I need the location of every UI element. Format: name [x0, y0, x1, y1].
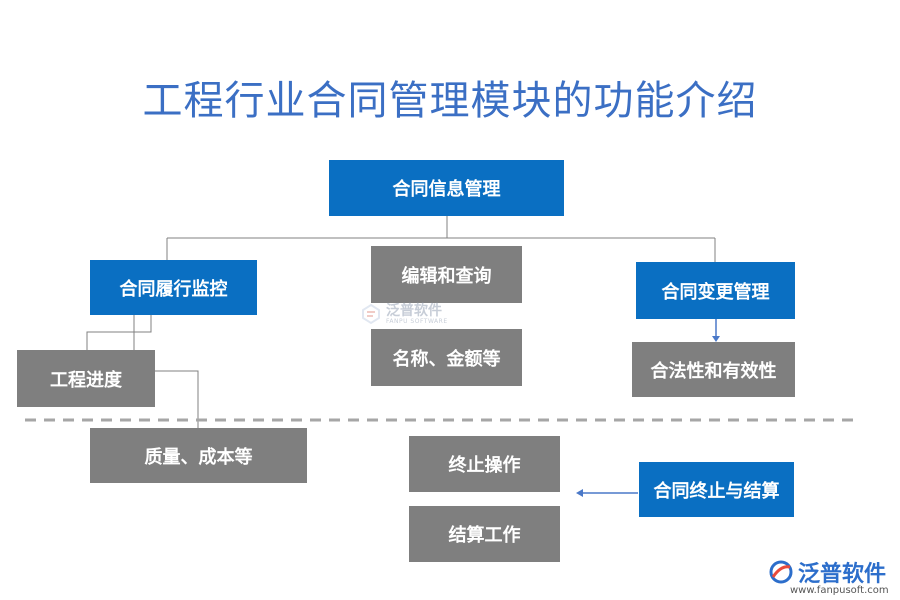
node-settle-work: 结算工作	[409, 506, 560, 562]
connector-quality	[155, 370, 199, 428]
node-terminate-op: 终止操作	[409, 436, 560, 492]
brand-logo-text: 泛普软件	[798, 562, 887, 587]
watermark-logo-icon	[362, 303, 380, 325]
page-title: 工程行业合同管理模块的功能介绍	[142, 78, 758, 124]
node-edit-query: 编辑和查询	[371, 246, 522, 303]
node-progress: 工程进度	[17, 350, 155, 407]
arrow-legality-head	[712, 336, 720, 342]
node-terminate-settle: 合同终止与结算	[639, 462, 794, 517]
brand-url: www.fanpusoft.com	[790, 585, 889, 596]
node-perform-monitor: 合同履行监控	[90, 260, 257, 315]
connector-progress	[86, 315, 152, 350]
brand-logo: 泛普软件	[768, 556, 886, 588]
watermark-cn: 泛普软件	[386, 302, 442, 319]
watermark: 泛普软件 FANPU SOFTWARE	[360, 303, 448, 325]
node-name-amount: 名称、金额等	[371, 329, 522, 386]
arrow-terminate-head	[576, 489, 583, 497]
watermark-en: FANPU SOFTWARE	[386, 317, 448, 325]
node-root: 合同信息管理	[329, 160, 564, 216]
node-quality-cost: 质量、成本等	[90, 428, 307, 483]
node-change-manage: 合同变更管理	[636, 262, 795, 319]
brand-logo-icon	[769, 560, 793, 584]
node-legality: 合法性和有效性	[632, 342, 795, 397]
